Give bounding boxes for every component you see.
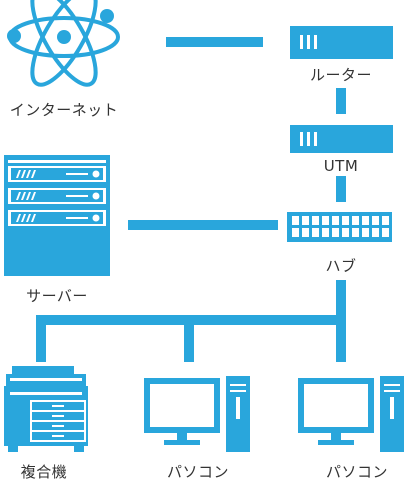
hub-port	[352, 216, 359, 225]
hub-port	[322, 216, 329, 225]
hub-port	[312, 228, 319, 237]
hub-port	[372, 216, 379, 225]
link-server-hub	[128, 220, 278, 230]
mfp-label: 複合機	[20, 463, 68, 481]
hub-port	[332, 228, 339, 237]
atom-icon	[7, 0, 120, 87]
pc1-label: パソコン	[166, 463, 230, 481]
link-utm-hub	[336, 176, 346, 202]
hub-port	[362, 216, 369, 225]
router-icon	[290, 26, 393, 59]
hub-port	[302, 228, 309, 237]
hub-port	[352, 228, 359, 237]
utm-icon	[290, 125, 393, 153]
internet-label: インターネット	[9, 101, 119, 119]
utm-label: UTM	[323, 157, 359, 175]
hub-port	[382, 228, 389, 237]
router-label: ルーター	[309, 66, 373, 84]
desktop-pc-icon	[298, 376, 404, 452]
link-router-utm	[336, 88, 346, 114]
hub-port	[292, 228, 299, 237]
hub-port	[292, 216, 299, 225]
link-lan-pc1	[184, 315, 194, 362]
hub-port	[332, 216, 339, 225]
hub-port	[342, 216, 349, 225]
link-lan-mfp	[36, 315, 46, 362]
server-rack-icon	[4, 155, 110, 276]
pc2-label: パソコン	[325, 463, 389, 481]
hub-port	[372, 228, 379, 237]
link-internet-router	[166, 37, 263, 47]
hub-port	[342, 228, 349, 237]
multifunction-printer-icon	[4, 366, 88, 452]
hub-port	[382, 216, 389, 225]
server-label: サーバー	[26, 287, 88, 305]
connection-lines	[36, 37, 346, 362]
hub-port	[312, 216, 319, 225]
hub-port	[302, 216, 309, 225]
hub-port	[322, 228, 329, 237]
switch-hub-icon	[287, 212, 392, 242]
hub-label: ハブ	[325, 257, 357, 275]
hub-port	[362, 228, 369, 237]
desktop-pc-icon	[144, 376, 250, 452]
